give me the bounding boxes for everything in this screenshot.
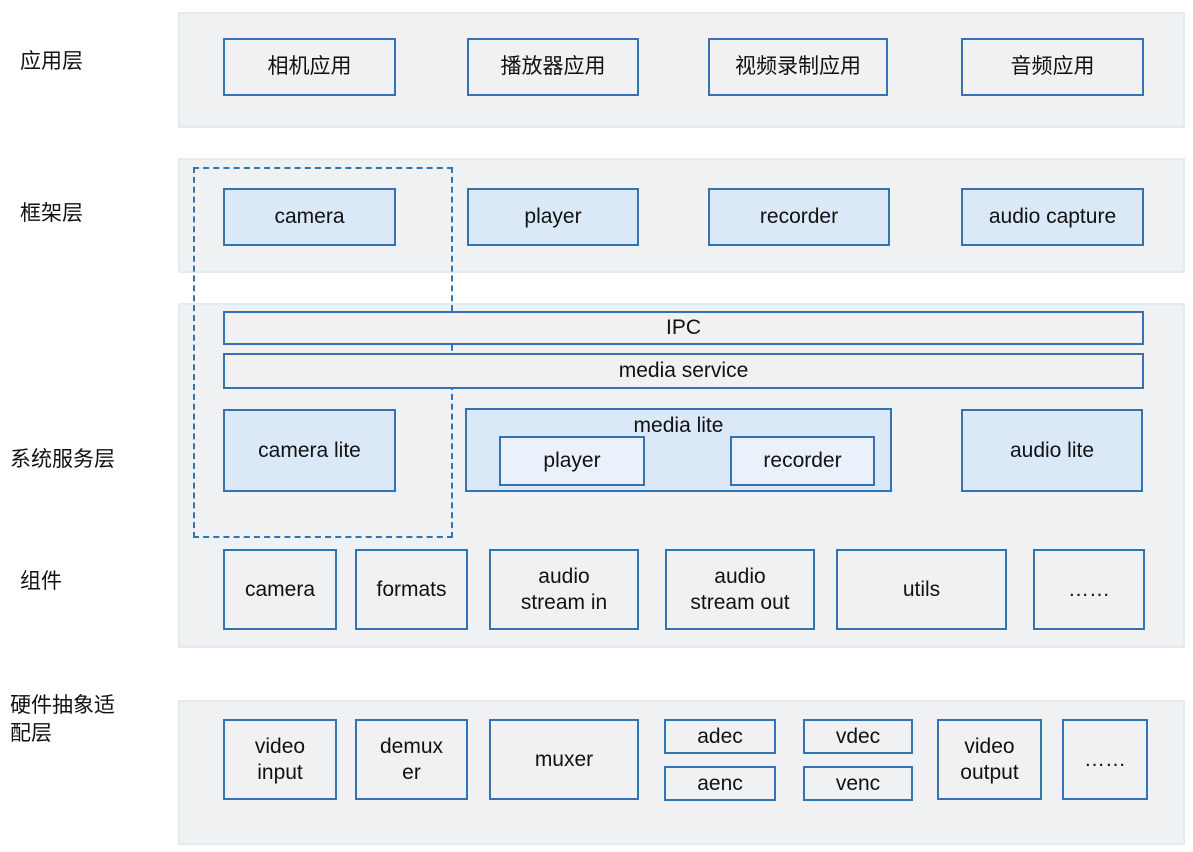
service-layer-label: 系统服务层 [10,448,115,471]
box-audio-app: 音频应用 [961,38,1144,96]
framework-layer-label: 框架层 [20,202,83,225]
box-framework-camera: camera [223,188,396,246]
camera-dashed-group [193,167,453,538]
box-hal-video-output: video output [937,719,1042,800]
box-media-lite: media lite player recorder [465,408,892,492]
bar-ipc: IPC [223,311,1144,345]
box-component-utils: utils [836,549,1007,630]
box-framework-player: player [467,188,639,246]
box-component-camera: camera [223,549,337,630]
box-camera-app: 相机应用 [223,38,396,96]
box-hal-muxer: muxer [489,719,639,800]
box-player-app: 播放器应用 [467,38,639,96]
box-framework-recorder: recorder [708,188,890,246]
component-layer-label: 组件 [20,570,62,593]
hal-layer-label: 硬件抽象适配层 [10,694,115,745]
box-hal-venc: venc [803,766,913,801]
box-framework-audio-capture: audio capture [961,188,1144,246]
box-video-record-app: 视频录制应用 [708,38,888,96]
box-hal-adec: adec [664,719,776,754]
box-audio-lite: audio lite [961,409,1143,492]
box-hal-demuxer: demux er [355,719,468,800]
box-media-lite-player: player [499,436,645,486]
box-component-audio-stream-out: audio stream out [665,549,815,630]
box-hal-vdec: vdec [803,719,913,754]
box-hal-video-input: video input [223,719,337,800]
box-component-formats: formats [355,549,468,630]
box-component-audio-stream-in: audio stream in [489,549,639,630]
media-lite-label: media lite [633,414,724,437]
box-media-lite-recorder: recorder [730,436,875,486]
box-camera-lite: camera lite [223,409,396,492]
app-layer-label: 应用层 [20,50,83,73]
hal-layer-band [178,700,1185,845]
box-hal-more: …… [1062,719,1148,800]
box-hal-aenc: aenc [664,766,776,801]
bar-media-service: media service [223,353,1144,389]
box-component-more: …… [1033,549,1145,630]
app-layer-band [178,12,1185,128]
